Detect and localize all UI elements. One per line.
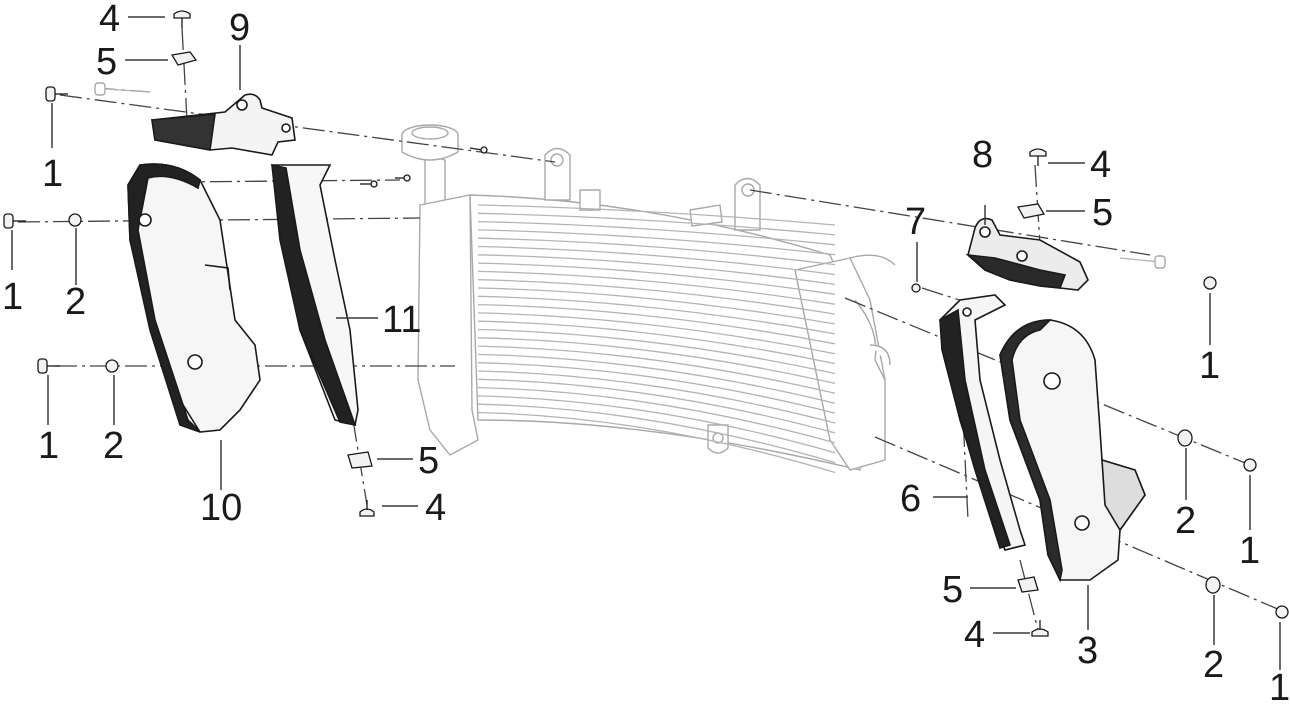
washer-2c <box>1177 429 1193 447</box>
radiator-fin <box>477 303 836 345</box>
screw-1f <box>1275 605 1289 619</box>
bolt-4c <box>1029 148 1047 166</box>
small-screw-c <box>469 146 488 154</box>
radiator-fin <box>477 229 836 256</box>
callout-label: 2 <box>1203 644 1224 686</box>
radiator-fin <box>477 220 836 246</box>
callout-label: 4 <box>964 614 985 656</box>
hardware <box>3 10 1289 637</box>
radiator-fin <box>477 287 836 325</box>
callout-label: 5 <box>942 569 963 611</box>
callout-label: 10 <box>200 487 242 529</box>
radiator-fin <box>477 245 836 276</box>
bolt-4b <box>359 500 375 517</box>
screw-7 <box>911 283 921 293</box>
radiator-fin <box>477 212 836 236</box>
callout-label: 5 <box>418 440 439 482</box>
leader-lines <box>11 16 1281 670</box>
radiator-fin <box>477 237 836 266</box>
callout-label: 5 <box>1092 192 1113 234</box>
callout-label: 11 <box>382 299 421 341</box>
washer-2b <box>105 359 119 373</box>
clip-5b <box>347 451 373 469</box>
bolt-4d <box>1031 620 1049 637</box>
radiator-fin <box>477 362 836 414</box>
screw-1e <box>1243 458 1257 472</box>
callout-label: 3 <box>1077 630 1098 672</box>
right-inner-strip <box>939 294 1027 551</box>
left-inner-strip <box>271 163 359 427</box>
callout-label: 4 <box>425 487 446 529</box>
radiator-fin <box>477 279 836 315</box>
radiator-fin <box>477 395 836 454</box>
long-bolt-left <box>94 82 151 96</box>
radiator-fin <box>477 353 836 404</box>
left-outer-shroud <box>127 163 261 433</box>
screw-1a <box>45 86 68 102</box>
clip-5c <box>1016 203 1046 219</box>
radiator-fin <box>477 411 836 474</box>
radiator-fin <box>477 386 836 444</box>
long-bolt-right <box>1119 255 1166 269</box>
small-screw-b <box>395 174 411 182</box>
radiator-fin <box>477 337 836 385</box>
radiator-fin <box>477 204 836 226</box>
radiator-fin <box>477 312 836 355</box>
callout-label: 1 <box>1269 667 1290 705</box>
callout-label: 1 <box>1199 345 1220 387</box>
radiator-fin <box>477 370 836 424</box>
small-screw-a <box>360 180 378 188</box>
callout-label: 8 <box>972 134 993 176</box>
clip-5a <box>170 51 198 66</box>
callout-label: 7 <box>905 201 926 243</box>
callout-label: 9 <box>229 7 250 49</box>
callout-label: 4 <box>99 0 120 40</box>
radiator-fin <box>477 345 836 394</box>
upper-right-bracket <box>965 217 1089 291</box>
washer-2a <box>68 213 82 227</box>
callout-label: 1 <box>2 276 23 318</box>
radiator-fin <box>477 378 836 434</box>
washer-2d <box>1205 576 1221 594</box>
upper-left-bracket <box>151 93 296 156</box>
radiator-fin <box>477 320 836 365</box>
screw-1c <box>37 358 60 374</box>
callout-label: 2 <box>103 425 124 467</box>
callout-label: 6 <box>900 478 921 520</box>
radiator-fin <box>477 403 836 464</box>
callout-label: 5 <box>96 41 117 83</box>
radiator-fin <box>477 262 836 295</box>
radiator-assembly <box>401 124 896 474</box>
screw-1b <box>3 213 26 229</box>
callout-label: 4 <box>1090 144 1111 186</box>
radiator-fin <box>477 270 836 305</box>
bolt-4a <box>173 10 191 28</box>
callout-label: 1 <box>1239 530 1260 572</box>
clip-5d <box>1017 576 1039 593</box>
radiator-fin <box>477 295 836 335</box>
callout-label: 2 <box>1175 500 1196 542</box>
callout-label: 2 <box>65 281 86 323</box>
callout-label: 1 <box>38 425 59 467</box>
right-outer-shroud <box>999 319 1146 583</box>
callout-label: 1 <box>42 153 63 195</box>
screw-1d <box>1203 276 1217 290</box>
radiator-fin <box>477 254 836 286</box>
radiator-fin <box>477 328 836 375</box>
